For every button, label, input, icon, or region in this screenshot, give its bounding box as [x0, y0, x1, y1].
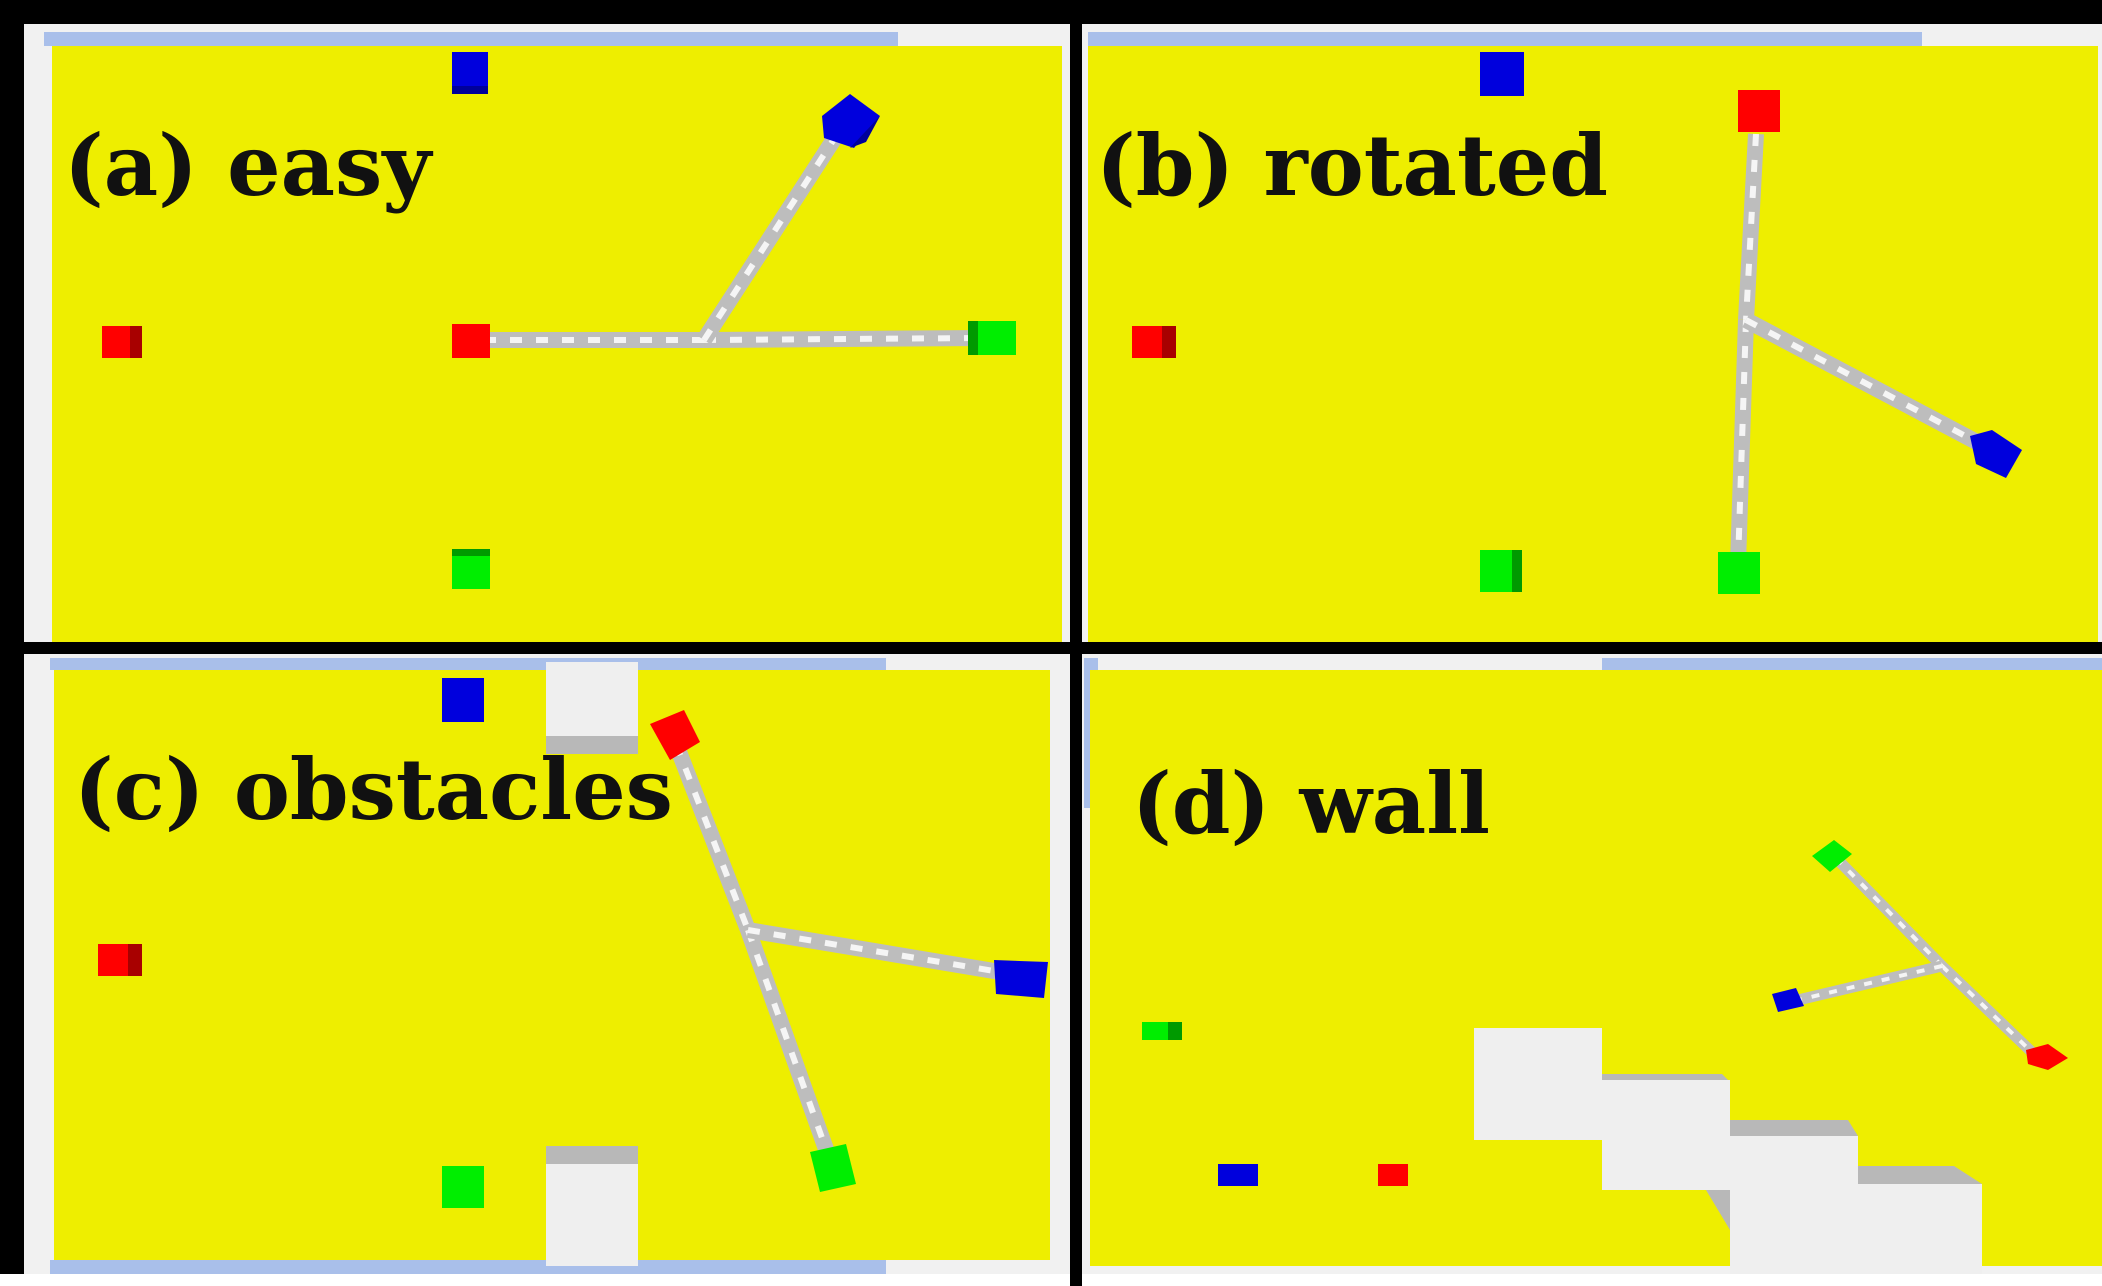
sky-strip	[44, 32, 898, 46]
rod	[1797, 964, 1943, 1002]
scene-easy	[102, 52, 1016, 589]
red-robot-cube	[2026, 1044, 2068, 1070]
rod	[745, 928, 835, 1168]
scene-rotated	[1132, 52, 2022, 594]
rod	[1744, 317, 1990, 451]
green-target-cube-shade	[452, 549, 490, 556]
blue-target-cube	[1480, 52, 1524, 96]
rod	[1940, 964, 2040, 1060]
blue-robot-cube	[1772, 988, 1804, 1012]
red-target-cube-shade	[130, 326, 142, 358]
blue-robot-cube	[822, 94, 880, 148]
red-target-cube-shade	[1162, 326, 1176, 358]
panel-label: (b) rotated	[1096, 116, 1608, 215]
wall-block-top	[1602, 1074, 1728, 1080]
blue-robot-cube-shade	[850, 116, 880, 148]
panel-rotated: (b) rotated	[1082, 24, 2102, 642]
sky-strip-bottom	[50, 1260, 886, 1274]
red-robot-cube	[1738, 90, 1780, 132]
scene-wall	[1142, 840, 2068, 1274]
wall-block	[1474, 1028, 1602, 1140]
panel-easy: (a) easy	[24, 24, 1070, 642]
green-target-cube-shade	[1168, 1022, 1182, 1040]
blue-target-cube	[1218, 1164, 1258, 1186]
obstacle-block	[546, 1162, 638, 1266]
obstacle-block-shade	[546, 736, 638, 754]
rod	[673, 742, 751, 932]
panel-obstacles: (c) obstacles	[24, 654, 1070, 1274]
green-target-cube-shade	[1512, 550, 1522, 592]
blue-robot-cube	[994, 960, 1048, 998]
rod	[747, 927, 1013, 977]
green-robot-cube	[810, 1144, 856, 1192]
panel-label: (c) obstacles	[74, 740, 673, 839]
blue-robot-cube	[1970, 430, 2022, 478]
green-robot-cube	[1812, 840, 1852, 872]
panel-label: (d) wall	[1132, 754, 1491, 853]
blue-target-cube	[442, 678, 484, 722]
blue-target-cube-shade	[452, 86, 488, 94]
wall-block	[1730, 1136, 1858, 1274]
scene-obstacles	[98, 662, 1048, 1266]
wall-block	[1602, 1080, 1730, 1190]
wall-block-top	[1730, 1120, 1858, 1136]
green-robot-cube	[1718, 552, 1760, 594]
red-robot-cube	[650, 710, 700, 760]
red-target-cube-shade	[128, 944, 142, 976]
green-robot-cube-shade	[968, 321, 978, 355]
sky-strip	[50, 658, 886, 670]
wall-block-top	[1858, 1166, 1982, 1184]
panel-wall: (d) wall	[1082, 654, 2102, 1274]
floor-plane	[1088, 46, 2098, 642]
horizontal-divider	[12, 642, 2102, 654]
obstacle-block-shade	[546, 1146, 638, 1164]
rod	[1730, 319, 1754, 565]
panel-label: (a) easy	[64, 116, 432, 215]
rod	[697, 131, 843, 345]
green-target-cube	[442, 1166, 484, 1208]
rod	[1834, 856, 1944, 968]
sky-strip	[1602, 658, 2102, 672]
red-target-cube	[1378, 1164, 1408, 1186]
wall-block	[1858, 1184, 1982, 1274]
wall-block-side	[1706, 1190, 1730, 1230]
rod	[703, 335, 985, 343]
red-robot-cube	[452, 324, 490, 358]
sky-strip	[1088, 32, 1922, 46]
rod	[1743, 133, 1759, 321]
